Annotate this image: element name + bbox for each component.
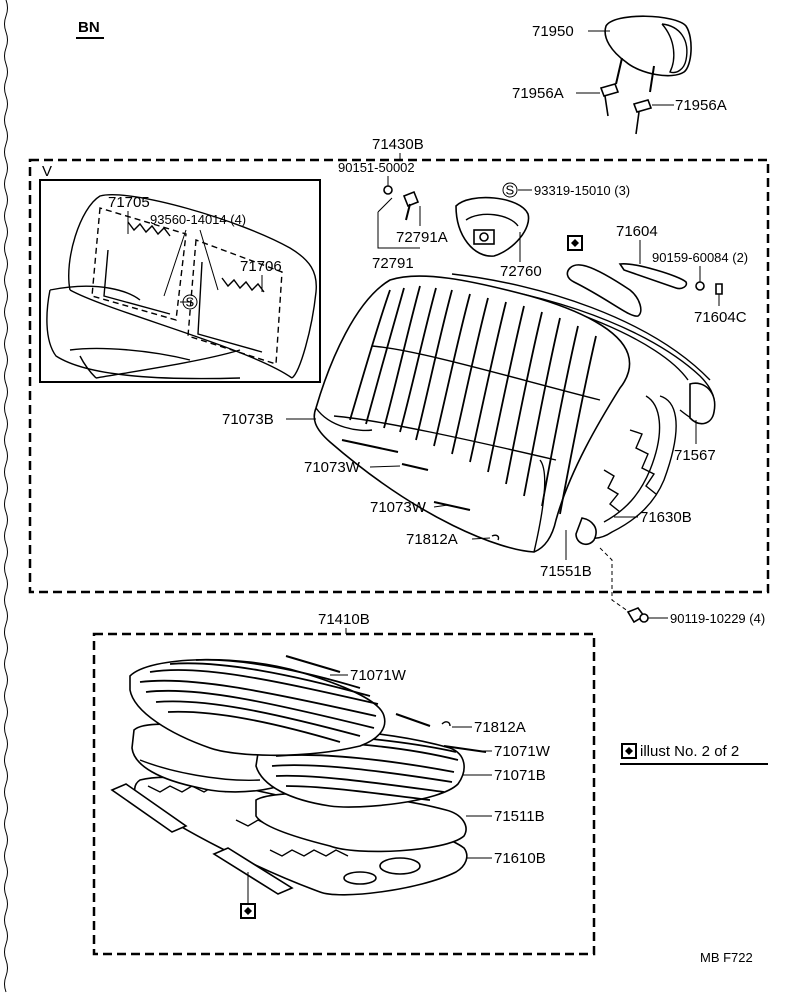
detail-part-right-label: 71706 bbox=[240, 258, 282, 275]
pad-71511b-label: 71511B bbox=[494, 808, 545, 825]
cover-72760-label: 72760 bbox=[500, 263, 542, 280]
hog-ring-93319-label: 93319-15010 (3) bbox=[534, 183, 630, 198]
seatback-drawing bbox=[313, 273, 716, 553]
diamond-marker-icon bbox=[240, 903, 256, 919]
detail-view-box bbox=[39, 179, 321, 383]
headrest-drawing bbox=[599, 15, 692, 135]
lock-72791-bracket bbox=[377, 212, 420, 249]
illust-number-text: illust No. 2 of 2 bbox=[640, 743, 739, 760]
detail-hog-ring-leader-a bbox=[163, 229, 187, 297]
cover-71071b-label: 71071B bbox=[494, 767, 546, 784]
hinge-71604c-label: 71604C bbox=[694, 309, 747, 326]
wire-71073w-b-label: 71073W bbox=[370, 499, 427, 516]
detail-view-drawing bbox=[46, 194, 317, 380]
screw-90159-label: 90159-60084 (2) bbox=[652, 250, 748, 265]
support-right-label: 71956A bbox=[675, 97, 727, 114]
diamond-marker-icon bbox=[567, 235, 583, 251]
hinge-71604c-drawing bbox=[715, 283, 723, 295]
clip-71812a-back-label: 71812A bbox=[406, 531, 458, 548]
bolt-90151-label: 90151-50002 bbox=[338, 160, 415, 175]
wire-71073w-a-label: 71073W bbox=[304, 459, 361, 476]
bolt-90119-leader bbox=[599, 547, 633, 615]
scan-edge bbox=[4, 0, 8, 993]
screw-90159-drawing bbox=[695, 281, 705, 291]
wire-71073w-b-leader bbox=[433, 504, 449, 508]
wire-71071w-top-label: 71071W bbox=[350, 667, 407, 684]
cover-71073b-label: 71073B bbox=[222, 411, 274, 428]
lock-72791-leader bbox=[377, 197, 393, 213]
clip-71812a-back-leader bbox=[471, 537, 491, 540]
frame-71630b-label: 71630B bbox=[640, 509, 692, 526]
cushion-assy-label: 71410B bbox=[318, 611, 370, 628]
clip-71812a-cushion-label: 71812A bbox=[474, 719, 526, 736]
detail-hog-ring-leader-b bbox=[199, 229, 219, 291]
seatback-assy-label: 71430B bbox=[372, 136, 424, 153]
cushion-group-frame bbox=[92, 632, 596, 956]
cover-72760-drawing bbox=[455, 196, 530, 257]
bolt-90151-drawing bbox=[383, 185, 420, 221]
support-left-label: 71956A bbox=[512, 85, 564, 102]
headrest-label: 71950 bbox=[532, 23, 574, 40]
circled-s-icon: S bbox=[502, 182, 518, 198]
svg-text:S: S bbox=[506, 183, 515, 198]
bracket-71604-drawing bbox=[566, 263, 688, 317]
lock-72791-label: 72791 bbox=[372, 255, 414, 272]
detail-view-letter: V bbox=[42, 163, 52, 180]
detail-hog-ring-label: 93560-14014 (4) bbox=[150, 212, 246, 227]
detail-part-left-label: 71705 bbox=[108, 194, 150, 211]
pad-71551b-label: 71551B bbox=[540, 563, 592, 580]
lock-72791a-label: 72791A bbox=[396, 229, 448, 246]
footer-code: MB F722 bbox=[700, 950, 753, 965]
model-code: BN bbox=[78, 19, 100, 36]
diamond-marker-icon bbox=[621, 743, 637, 759]
circled-s-icon: S bbox=[182, 294, 198, 310]
bracket-71604-label: 71604 bbox=[616, 223, 658, 240]
svg-text:S: S bbox=[186, 295, 195, 310]
wire-71071w-side-label: 71071W bbox=[494, 743, 551, 760]
hinge-71567-label: 71567 bbox=[674, 447, 716, 464]
wire-71073w-a-leader bbox=[369, 465, 401, 468]
bolt-90119-drawing bbox=[626, 607, 649, 624]
frame-71610b-label: 71610B bbox=[494, 850, 546, 867]
seatback-group-frame bbox=[28, 158, 770, 594]
cushion-drawing bbox=[110, 655, 487, 896]
bolt-90119-label: 90119-10229 (4) bbox=[670, 611, 765, 626]
